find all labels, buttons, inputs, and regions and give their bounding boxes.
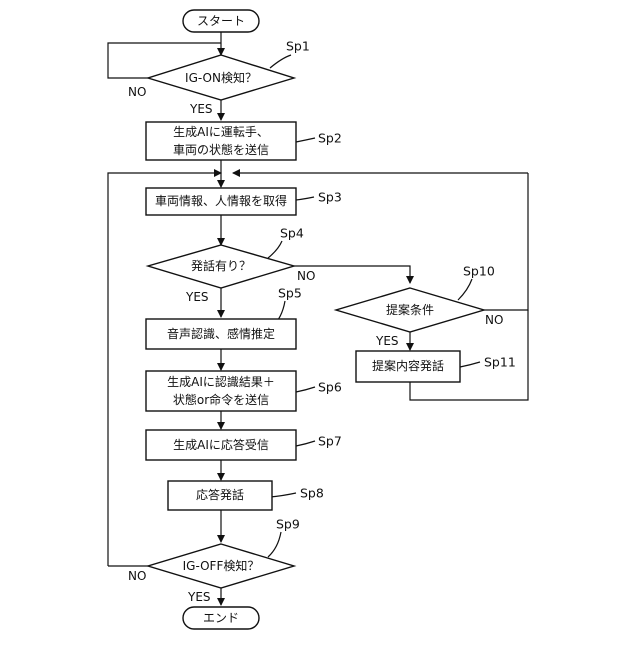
step-sp1: Sp1 xyxy=(286,39,310,54)
proposal-no-label: NO xyxy=(485,313,503,327)
proposal-speech-label: 提案内容発話 xyxy=(372,358,444,373)
end-label: エンド xyxy=(203,611,239,625)
ig-off-yes-label: YES xyxy=(187,590,211,604)
speech-label: 発話有り？ xyxy=(191,258,251,273)
send-state-label-1: 生成AIに運転手、 xyxy=(173,125,269,139)
leader-sp11 xyxy=(460,362,480,367)
ig-on-label: IG-ON検知？ xyxy=(185,71,257,85)
leader-sp4 xyxy=(268,241,282,258)
ig-off-label: IG-OFF検知？ xyxy=(183,559,260,573)
step-sp2: Sp2 xyxy=(318,131,342,146)
speech-no-label: NO xyxy=(297,269,315,283)
proposal-yes-label: YES xyxy=(375,334,399,348)
start-label: スタート xyxy=(197,14,245,28)
step-sp8: Sp8 xyxy=(300,486,324,501)
ig-off-no-label: NO xyxy=(128,569,146,583)
get-info-label: 車両情報、人情報を取得 xyxy=(155,193,287,208)
step-sp3: Sp3 xyxy=(318,190,342,205)
leader-sp10 xyxy=(458,279,472,300)
proposal-cond-label: 提案条件 xyxy=(386,302,434,317)
receive-label: 生成AIに応答受信 xyxy=(173,437,269,452)
step-sp7: Sp7 xyxy=(318,434,342,449)
send-result-label-2: 状態or命令を送信 xyxy=(173,392,269,407)
leader-sp8 xyxy=(270,493,296,497)
leader-sp1 xyxy=(270,55,291,68)
ig-on-no-label: NO xyxy=(128,85,146,99)
ig-on-yes-label: YES xyxy=(189,102,213,116)
step-sp6: Sp6 xyxy=(318,380,342,395)
reply-label: 応答発話 xyxy=(196,487,244,502)
step-sp9: Sp9 xyxy=(276,517,300,532)
send-state-label-2: 車両の状態を送信 xyxy=(173,142,269,157)
line-proposal-no xyxy=(484,173,528,310)
step-sp11: Sp11 xyxy=(484,355,516,370)
leader-sp6 xyxy=(296,387,315,392)
speech-yes-label: YES xyxy=(185,290,209,304)
step-sp4: Sp4 xyxy=(280,226,304,241)
step-sp5: Sp5 xyxy=(278,286,302,301)
send-result-label-1: 生成AIに認識結果＋ xyxy=(167,374,275,389)
leader-sp2 xyxy=(296,138,315,142)
leader-sp9 xyxy=(268,532,281,557)
leader-sp7 xyxy=(296,441,315,446)
voice-recog-label: 音声認識、感情推定 xyxy=(167,326,275,341)
step-sp10: Sp10 xyxy=(463,264,495,279)
